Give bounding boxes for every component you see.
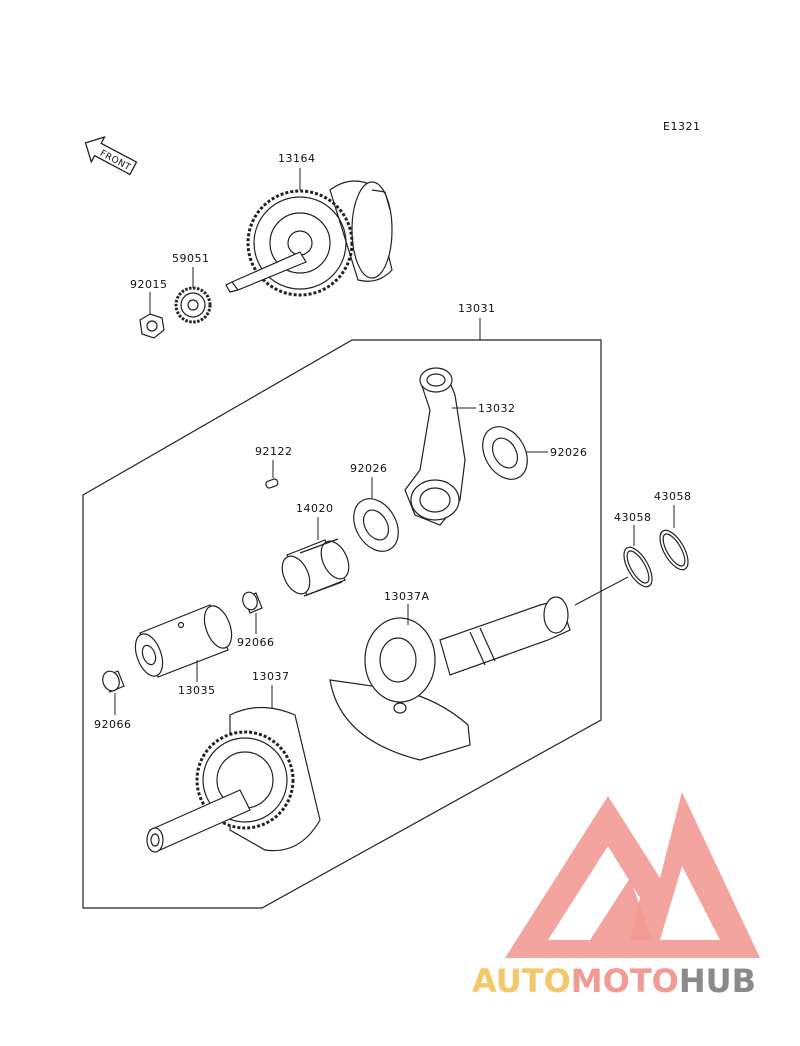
callout-43058-b: 43058 <box>654 490 692 503</box>
nut-92015 <box>139 313 165 339</box>
gear-59051 <box>174 286 212 324</box>
plug-92066-left <box>102 670 125 693</box>
automotohub-logo <box>505 792 760 958</box>
crank-half-13037 <box>146 706 321 853</box>
callout-13031: 13031 <box>458 302 496 315</box>
washer-92026-right <box>482 426 528 480</box>
callout-43058-a: 43058 <box>614 511 652 524</box>
callout-13032: 13032 <box>478 402 516 415</box>
callout-14020: 14020 <box>296 502 334 515</box>
figure-code: E1321 <box>663 120 700 133</box>
crank-half-13037A <box>329 596 571 761</box>
callout-92122: 92122 <box>255 445 293 458</box>
automotohub-wordmark: AUTOMOTOHUB <box>472 962 756 1000</box>
front-arrow-icon: FRONT <box>84 136 138 176</box>
callout-13035: 13035 <box>178 684 216 697</box>
wordmark-auto: AUTO <box>472 962 571 1000</box>
callout-59051: 59051 <box>172 252 210 265</box>
needle-bearing-14020 <box>281 538 350 597</box>
plug-92066-mid <box>242 591 263 614</box>
assembly-frame-13031 <box>82 339 602 909</box>
callout-92066-left: 92066 <box>94 718 132 731</box>
washer-92026-left <box>353 498 399 552</box>
callout-13164: 13164 <box>278 152 316 165</box>
connecting-rod-13032 <box>404 367 466 526</box>
callout-92066-mid: 92066 <box>237 636 275 649</box>
callout-92026-left: 92026 <box>350 462 388 475</box>
wordmark-moto: MOTO <box>570 962 679 1000</box>
ring-43058-b <box>659 529 689 571</box>
crankpin-13035 <box>134 604 233 678</box>
pin-92122 <box>265 478 279 489</box>
balancer-shaft-13164 <box>225 180 393 297</box>
callout-13037A: 13037A <box>384 590 430 603</box>
wordmark-hub: HUB <box>678 962 757 1000</box>
callout-13037: 13037 <box>252 670 290 683</box>
callout-92026-right: 92026 <box>550 446 588 459</box>
callout-92015: 92015 <box>130 278 168 291</box>
ring-43058-a <box>623 546 653 588</box>
